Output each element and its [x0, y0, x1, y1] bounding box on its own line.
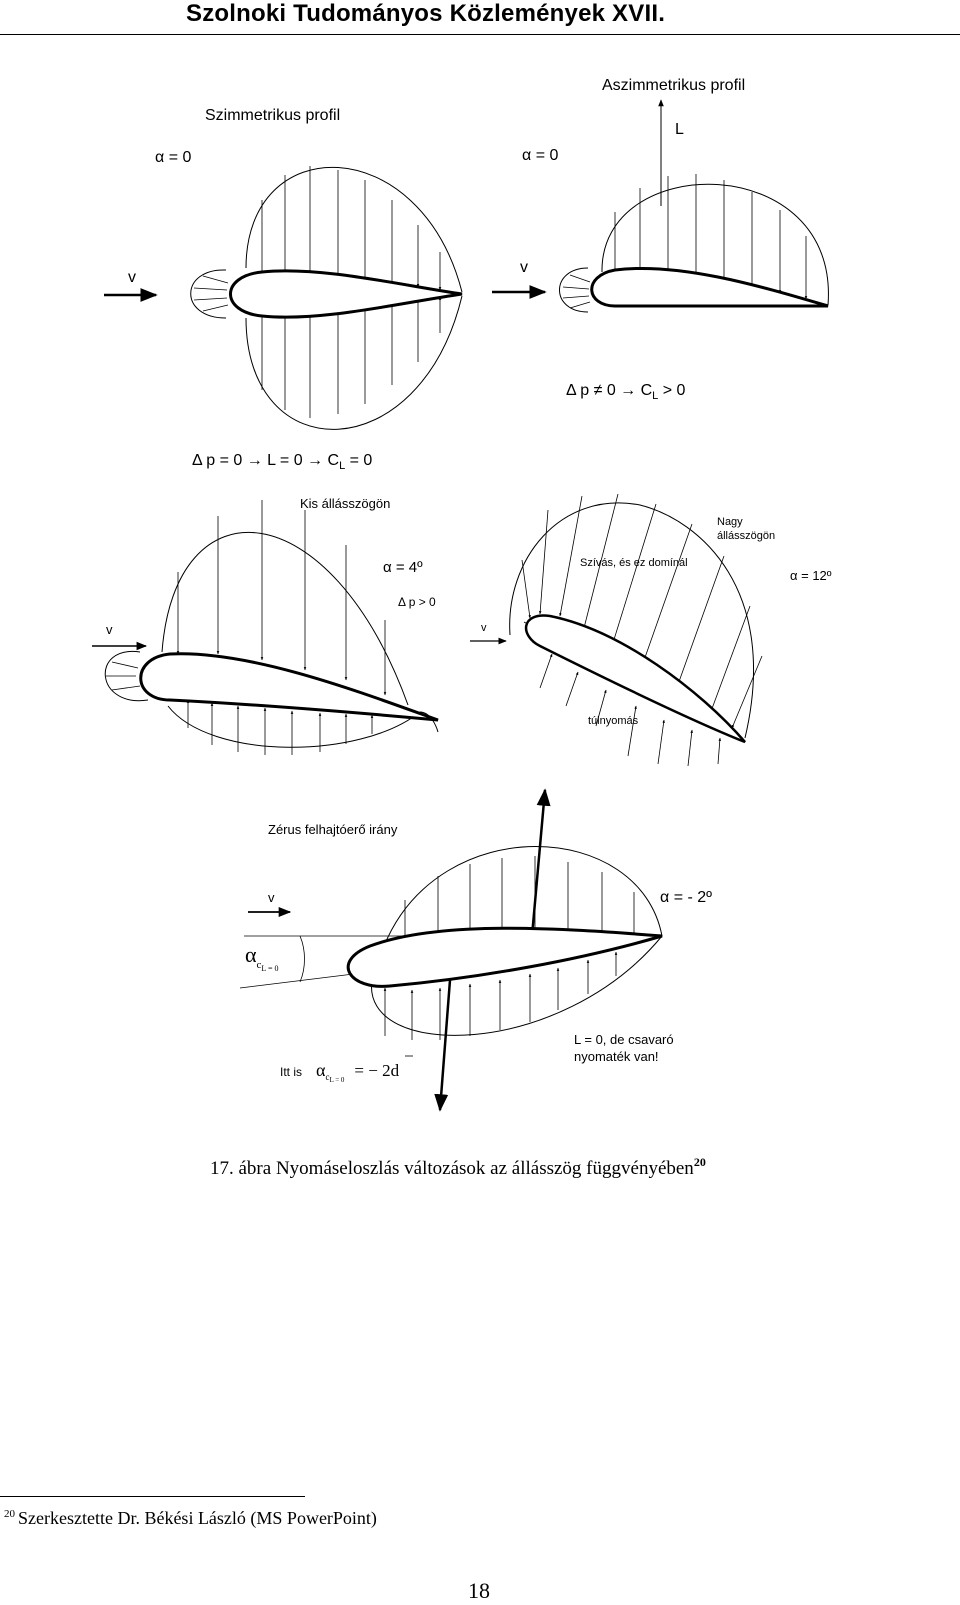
- stagnation-rays: [193, 275, 229, 312]
- panel-symmetric-profile: Szimmetrikus profil α = 0 v: [104, 107, 463, 472]
- velocity-label: v: [520, 259, 528, 276]
- airfoil-12deg: [524, 614, 746, 744]
- alpha-label: α = 4º: [383, 559, 423, 576]
- caption-text: 17. ábra Nyomáseloszlás változások az ál…: [210, 1158, 694, 1179]
- upper-pressure-envelope: [245, 167, 463, 293]
- panel-title: Szimmetrikus profil: [205, 107, 340, 124]
- footnote-rule: [0, 1496, 305, 1497]
- footnote-text: Szerkesztette Dr. Békési László (MS Powe…: [18, 1508, 377, 1528]
- footnote-number: 20: [4, 1508, 15, 1520]
- also-here-label: Itt is: [280, 1065, 302, 1079]
- alpha-label: α = 0: [155, 149, 191, 166]
- alpha-label: α = - 2º: [660, 889, 712, 906]
- upper-pressure-arrows: [260, 166, 442, 291]
- result-formula: Δ p = 0 → L = 0 → CL = 0: [192, 452, 372, 472]
- upper-pressure-arrows: [176, 500, 387, 696]
- panel-title-line2: állásszögön: [717, 530, 775, 542]
- panel-zero-lift: Zérus felhajtóerő irány v α = - 2º αcL =…: [239, 788, 712, 1112]
- upper-pressure-envelope: [601, 183, 829, 306]
- lower-pressure-arrows: [186, 699, 374, 755]
- also-alpha-formula: αcL = 0= − 2d: [316, 1060, 400, 1084]
- velocity-label: v: [128, 269, 136, 286]
- downward-force-arrow: [434, 979, 452, 1112]
- symmetric-airfoil: [229, 269, 463, 319]
- panel-large-angle: Nagy állásszögön Szívás, és ez domínál α…: [470, 493, 832, 767]
- torque-note-line1: L = 0, de csavaró: [574, 1032, 674, 1047]
- caption-footnote-ref[interactable]: 20: [693, 1155, 706, 1169]
- lower-pressure-arrows: [383, 951, 618, 1040]
- airfoil-minus2deg: [346, 926, 663, 988]
- stagnation-rays: [106, 661, 141, 691]
- asymmetric-airfoil: [590, 266, 829, 308]
- running-header: Szolnoki Tudományos Közlemények XVII.: [186, 0, 666, 27]
- panel-title: Aszimmetrikus profil: [602, 77, 745, 94]
- upper-pressure-envelope: [161, 531, 409, 706]
- panel-title: Zérus felhajtóerő irány: [268, 822, 398, 837]
- result-formula: Δ p ≠ 0 → CL > 0: [566, 382, 686, 402]
- torque-note-line2: nyomaték van!: [574, 1049, 659, 1064]
- lower-pressure-envelope: [371, 935, 663, 1036]
- upper-pressure-arrows: [613, 174, 808, 300]
- alpha-label: α = 12º: [790, 568, 832, 583]
- angle-arc: [299, 935, 305, 983]
- velocity-label: v: [106, 622, 113, 637]
- lower-pressure-arrows: [539, 653, 722, 767]
- airfoil-4deg: [139, 652, 439, 722]
- upper-pressure-envelope: [383, 846, 663, 947]
- panel-asymmetric-profile: Aszimmetrikus profil L α = 0 v Δ p ≠ 0 →…: [492, 77, 829, 402]
- page-number: 18: [468, 1578, 490, 1603]
- panel-title: Kis állásszögön: [300, 496, 390, 511]
- stagnation-envelope: [559, 267, 589, 313]
- stagnation-envelope: [190, 269, 227, 319]
- lower-pressure-envelope: [245, 295, 463, 430]
- stagnation-rays: [562, 274, 591, 309]
- pressure-distribution-figure: Szimmetrikus profil α = 0 v: [92, 77, 832, 1112]
- header-rule: [0, 34, 960, 35]
- upper-pressure-arrows: [521, 493, 763, 729]
- velocity-label: v: [268, 890, 275, 905]
- lower-pressure-arrows: [260, 296, 442, 418]
- upper-pressure-arrows: [403, 856, 636, 949]
- overpressure-label: túlnyomás: [588, 715, 639, 727]
- alpha-label: α = 0: [522, 147, 558, 164]
- velocity-label: v: [481, 622, 487, 634]
- delta-p-label: Δ p > 0: [398, 595, 436, 609]
- upper-pressure-envelope: [509, 502, 755, 739]
- figure-caption: 17. ábra Nyomáseloszlás változások az ál…: [210, 1155, 706, 1180]
- suction-label: Szívás, és ez domínál: [580, 557, 688, 569]
- upward-force-arrow: [530, 788, 551, 937]
- panel-small-angle: Kis állásszögön α = 4º Δ p > 0 v: [92, 496, 439, 755]
- stagnation-envelope: [104, 651, 149, 702]
- lift-label: L: [675, 121, 684, 138]
- alpha-zero-lift-symbol: αcL = 0: [245, 942, 279, 973]
- panel-title-line1: Nagy: [717, 516, 743, 528]
